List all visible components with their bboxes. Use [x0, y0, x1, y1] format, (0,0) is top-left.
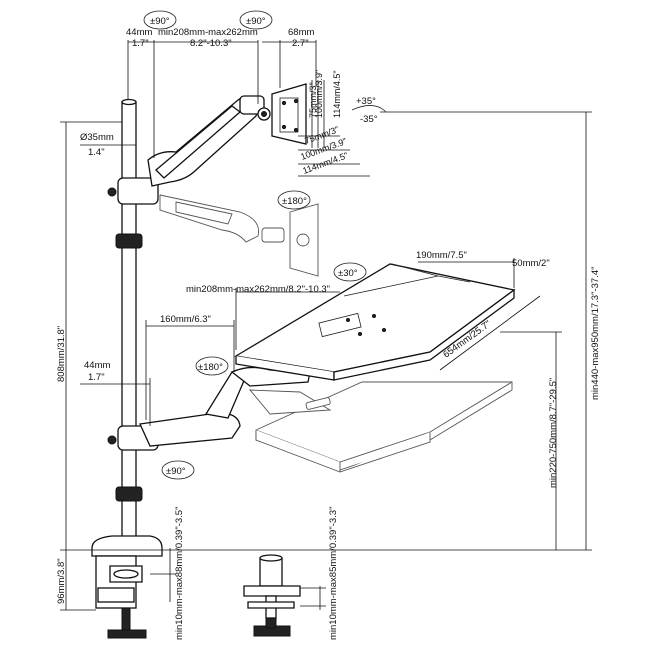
rotation-arrows — [143, 10, 387, 480]
pole-height: 808mm/31.8" — [56, 326, 67, 382]
rotate-arrow-icon — [239, 10, 273, 30]
pole-collar-upper — [115, 233, 143, 249]
offset-top-mm: 44mm — [126, 27, 152, 38]
offset-bottom-mm: 44mm — [84, 360, 110, 371]
offset-bottom-in: 1.7" — [88, 372, 105, 383]
swivel-monitor: ±180° — [282, 196, 307, 207]
tilt-arrow-icon — [351, 105, 387, 113]
rotate-tray-arm: ±180° — [198, 362, 223, 373]
pole-diameter-mm: Ø35mm — [80, 132, 114, 143]
grommet-mount — [243, 554, 301, 637]
mount-depth-mm: 68mm — [288, 27, 314, 38]
ghost-keyboard-tray — [249, 381, 513, 473]
pole — [115, 98, 143, 543]
reach-monitor-in: 8.2"-10.3" — [190, 38, 232, 49]
monitor-height-range: min440-max950mm/17.3"-37.4" — [590, 267, 601, 400]
tray-height-range: min220-750mm/8.7"-29.5" — [548, 378, 559, 488]
arm-offset: 160mm/6.3" — [160, 314, 211, 325]
vesa-v2: 100mm/3.9" — [314, 70, 324, 118]
ghost-monitor-arm — [159, 194, 319, 277]
rotate-arrow-icon — [195, 356, 229, 376]
tray-reach: min208mm-max262mm/8.2"-10.3" — [186, 284, 330, 295]
rotation-top-mid: ±90° — [246, 16, 266, 27]
tilt-up: +35° — [356, 96, 376, 107]
rotate-bottom: ±90° — [166, 466, 186, 477]
tray-step: 50mm/2" — [512, 258, 550, 269]
monitor-arm — [107, 83, 307, 205]
vesa-plate — [271, 83, 307, 145]
clamp-height: 96mm/3.8" — [56, 558, 67, 604]
dimension-lines — [60, 40, 592, 611]
mount-depth-in: 2.7" — [292, 38, 309, 49]
rotate-arrow-icon — [161, 460, 195, 480]
tilt-down: -35° — [360, 114, 378, 125]
keyboard-tray — [234, 263, 516, 381]
grommet-range: min10mm-max85mm/0.39"-3.3" — [328, 507, 339, 640]
offset-top-in: 1.7" — [132, 38, 149, 49]
rotate-arrow-icon — [277, 190, 311, 210]
rotate-arrow-icon — [143, 10, 177, 30]
vesa-v3: 114mm/4.5" — [332, 70, 342, 118]
tray-width: 190mm/7.5" — [416, 250, 467, 261]
rotation-top-left: ±90° — [150, 16, 170, 27]
reach-monitor-mm: min208mm-max262mm — [158, 27, 258, 38]
pole-collar-lower — [115, 486, 143, 502]
monitor-arm-base — [117, 177, 159, 205]
pole-diameter-in: 1.4" — [88, 147, 105, 158]
vesa-v1: 75mm/3" — [308, 82, 318, 118]
rotate-arrow-icon — [333, 262, 367, 282]
swivel-tray: ±30° — [338, 268, 358, 279]
clamp-range: min10mm-max88mm/0.39"-3.5" — [174, 507, 185, 640]
desk-clamp — [91, 535, 163, 639]
